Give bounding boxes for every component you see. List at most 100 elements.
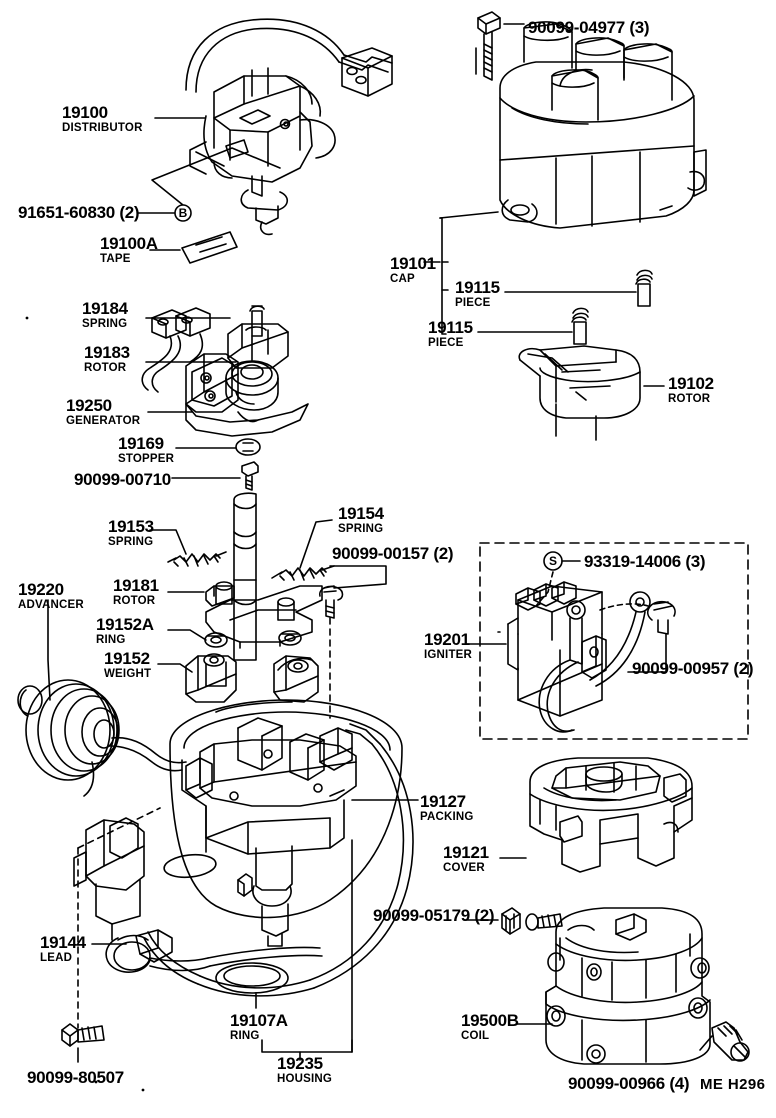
part-name: ROTOR [668, 392, 711, 405]
callout-marker-s: S [548, 554, 557, 568]
screw-90099-00710 [241, 461, 259, 491]
advancer-19220-art [17, 679, 187, 797]
leader-90099-00157 [329, 565, 387, 589]
part-name: SPRING [338, 522, 384, 535]
part-number: 19183 [84, 343, 130, 362]
part-number: 19100A [100, 234, 158, 253]
part-label-90099-00957: 90099-00957 (2) [632, 659, 754, 678]
stopper-19169-art [235, 438, 261, 456]
part-label-91651-60830: 91651-60830 (2) [18, 203, 140, 222]
part-name: PIECE [428, 336, 464, 349]
weight-19152 [185, 653, 319, 703]
part-number: 19181 [113, 576, 159, 595]
igniter-19201-art [497, 571, 676, 733]
part-number: 19127 [420, 792, 466, 811]
sheet-code: ME H296 [700, 1076, 766, 1093]
cover-19121-art [529, 757, 693, 873]
bracket-19101 [423, 211, 499, 335]
part-number: 19153 [108, 517, 154, 536]
part-name: STOPPER [118, 452, 175, 465]
part-number: 90099-00157 (2) [332, 544, 454, 563]
part-number: 90099-00710 [74, 470, 171, 489]
part-number: 19235 [277, 1054, 323, 1073]
part-name: PACKING [420, 810, 474, 823]
part-label-90099-04977: 90099-04977 (3) [528, 19, 650, 37]
part-name: ROTOR [113, 594, 156, 607]
part-number: 19152A [96, 615, 154, 634]
part-name: TAPE [100, 252, 131, 265]
part-name: LEAD [40, 951, 73, 964]
part-name: COVER [443, 861, 485, 874]
callout-marker-b: B [178, 206, 188, 220]
part-number: 19169 [118, 434, 164, 453]
part-number: 19101 [390, 254, 436, 273]
part-name: ROTOR [84, 361, 127, 374]
spring-19153 [167, 551, 227, 567]
leader-19153 [149, 529, 187, 555]
part-name: HOUSING [277, 1072, 333, 1085]
part-label-90099-00710: 90099-00710 [74, 470, 171, 489]
part-number: 19144 [40, 933, 86, 952]
part-number: 19184 [82, 299, 128, 318]
distributor-shaft-art [233, 492, 257, 661]
fastener-90099-05179 [501, 907, 563, 935]
part-number: 19115 [455, 278, 500, 297]
part-number: 19500B [461, 1011, 519, 1030]
part-label-90099-00157: 90099-00157 (2) [332, 544, 454, 563]
distributor-assembly-art [185, 18, 393, 236]
governor-plate-19181 [205, 581, 323, 649]
part-number: 19154 [338, 504, 384, 523]
part-name: RING [96, 633, 126, 646]
part-label-93319-14006: 93319-14006 (3) [584, 552, 706, 571]
part-number: 19201 [424, 630, 470, 649]
lead-19144-art [73, 817, 323, 973]
part-name: SPRING [108, 535, 154, 548]
part-name: WEIGHT [104, 667, 152, 680]
igniter-group-box [479, 542, 749, 740]
part-number: 90099-80507 [27, 1068, 124, 1087]
part-number: 90099-00957 (2) [632, 659, 754, 678]
bolt-90099-00966 [711, 1021, 750, 1062]
ring-19152A [204, 630, 302, 648]
distributor-cap-art [475, 21, 707, 229]
part-number: 19100 [62, 103, 108, 122]
part-label-90099-05179: 90099-05179 (2) [373, 907, 495, 925]
part-name: CAP [390, 272, 415, 285]
part-name: IGNITER [424, 648, 473, 661]
bracket-19235 [261, 839, 353, 1061]
part-number: 19121 [443, 843, 489, 862]
tape-art [181, 231, 238, 264]
assembly-dashed-lead2 [77, 807, 161, 849]
part-label-90099-80507: 90099-80507 [27, 1068, 124, 1087]
part-number: 93319-14006 (3) [584, 552, 706, 571]
housing-19235-art [163, 699, 403, 947]
part-number: 19107A [230, 1011, 288, 1030]
bolt-90099-80507 [61, 1023, 105, 1047]
leader-19152 [157, 663, 193, 673]
part-name: ADVANCER [18, 598, 84, 611]
part-number: 19115 [428, 318, 473, 337]
part-name: COIL [461, 1029, 490, 1042]
part-name: RING [230, 1029, 260, 1042]
piece-19115-b [571, 307, 589, 345]
part-number: 91651-60830 (2) [18, 203, 140, 222]
